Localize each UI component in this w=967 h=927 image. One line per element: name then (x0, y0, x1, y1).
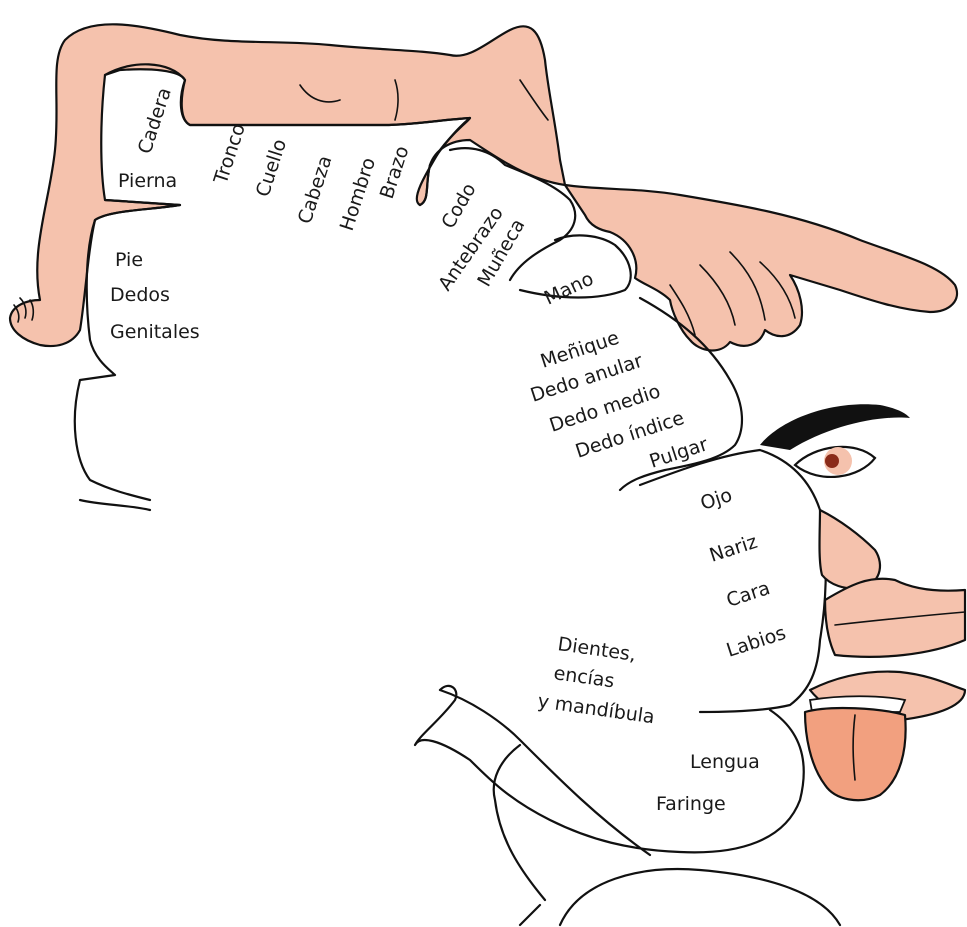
label-genitales: Genitales (110, 321, 200, 343)
hand-shape (565, 185, 957, 350)
label-cadera: Cadera (134, 85, 176, 157)
label-brazo: Brazo (376, 143, 414, 201)
nose-shape (820, 510, 881, 588)
label-labios: Labios (724, 622, 789, 662)
tongue-shape (805, 708, 906, 800)
eyebrow-shape (760, 404, 910, 450)
label-nariz: Nariz (707, 531, 760, 567)
label-dientes-line2: encías (552, 662, 615, 692)
label-tronco: Tronco (210, 121, 250, 188)
label-cara: Cara (724, 577, 773, 612)
label-dientes-line1: Dientes, (556, 633, 637, 666)
label-mano: Mano (541, 268, 597, 310)
label-pie: Pie (115, 249, 143, 271)
label-faringe: Faringe (656, 793, 726, 815)
label-pierna: Pierna (118, 170, 177, 192)
pupil-circle (825, 454, 839, 468)
face-figure (760, 404, 965, 800)
label-ojo: Ojo (698, 484, 735, 515)
label-hombro: Hombro (336, 155, 380, 234)
label-cuello: Cuello (252, 136, 291, 199)
label-dedos: Dedos (110, 284, 170, 306)
upper-lip-shape (825, 579, 965, 657)
leg-and-torso-shape (10, 24, 565, 346)
label-lengua: Lengua (690, 751, 760, 773)
label-cabeza: Cabeza (294, 153, 337, 227)
label-dientes-line3: y mandíbula (536, 690, 656, 728)
